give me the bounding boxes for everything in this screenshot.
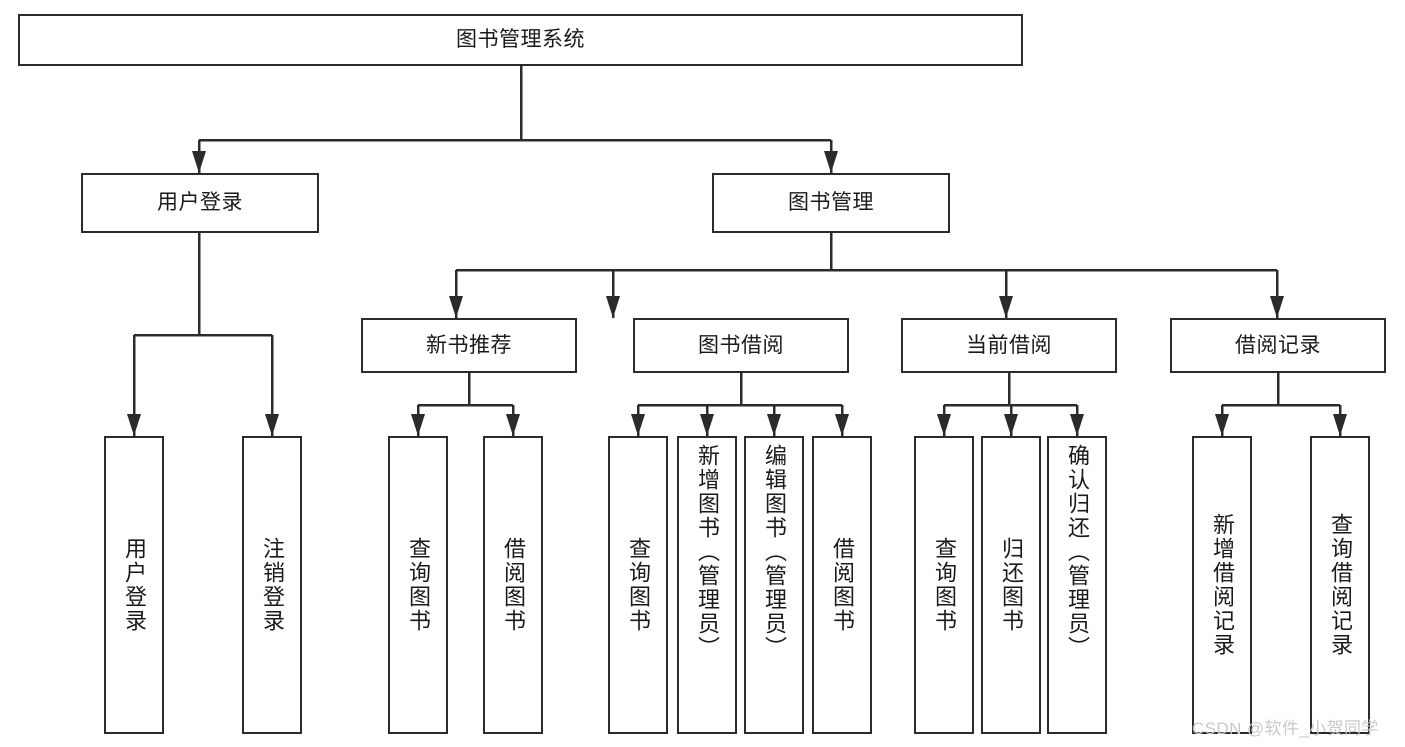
- node-label-book_borrow: 图书借阅: [698, 333, 784, 357]
- node-user_login[interactable]: 用户登录: [81, 173, 319, 233]
- node-label-leaf_borrow_book_1: 借阅图书: [501, 537, 526, 633]
- edge-root-arrowhead-1: [824, 151, 838, 173]
- node-root[interactable]: 图书管理系统: [18, 14, 1023, 66]
- node-leaf_return_book[interactable]: 归还图书: [981, 436, 1041, 734]
- edge-borrow_record-arrowhead-1: [1333, 414, 1347, 436]
- node-label-leaf_query_book_1: 查询图书: [406, 537, 431, 633]
- node-leaf_edit_book[interactable]: 编辑图书（管理员）: [744, 436, 804, 734]
- edge-book_manage-arrowhead-1: [606, 296, 620, 318]
- node-leaf_add_book[interactable]: 新增图书（管理员）: [677, 436, 737, 734]
- node-leaf_query_record[interactable]: 查询借阅记录: [1310, 436, 1370, 734]
- edge-book_manage-arrowhead-2: [999, 296, 1013, 318]
- node-book_borrow[interactable]: 图书借阅: [633, 318, 849, 373]
- node-label-leaf_add_book: 新增图书（管理员）: [695, 444, 720, 660]
- edge-user_login-arrowhead-0: [127, 414, 141, 436]
- edge-root-arrowhead-0: [192, 151, 206, 173]
- node-leaf_borrow_book_1[interactable]: 借阅图书: [483, 436, 543, 734]
- edge-new_book_rec-arrowhead-0: [411, 414, 425, 436]
- edge-borrow_record-arrowhead-0: [1215, 414, 1229, 436]
- node-label-leaf_add_record: 新增借阅记录: [1210, 513, 1235, 657]
- edge-new_book_rec-arrowhead-1: [506, 414, 520, 436]
- node-label-user_login: 用户登录: [157, 191, 243, 215]
- node-leaf_add_record[interactable]: 新增借阅记录: [1192, 436, 1252, 734]
- node-leaf_borrow_book_2[interactable]: 借阅图书: [812, 436, 872, 734]
- edge-book_borrow-arrowhead-2: [767, 414, 781, 436]
- node-label-leaf_return_book: 归还图书: [999, 537, 1024, 633]
- edge-user_login-arrowhead-1: [265, 414, 279, 436]
- edge-book_borrow-arrowhead-0: [631, 414, 645, 436]
- edge-current_borrow-arrowhead-0: [937, 414, 951, 436]
- node-label-root: 图书管理系统: [456, 28, 585, 52]
- node-borrow_record[interactable]: 借阅记录: [1170, 318, 1386, 373]
- edge-book_manage-arrowhead-0: [449, 296, 463, 318]
- node-current_borrow[interactable]: 当前借阅: [901, 318, 1117, 373]
- node-label-leaf_edit_book: 编辑图书（管理员）: [762, 444, 787, 660]
- edge-current_borrow-arrowhead-2: [1070, 414, 1084, 436]
- node-label-leaf_query_book_3: 查询图书: [932, 537, 957, 633]
- node-new_book_rec[interactable]: 新书推荐: [361, 318, 577, 373]
- node-leaf_query_book_1[interactable]: 查询图书: [388, 436, 448, 734]
- node-label-book_manage: 图书管理: [788, 191, 874, 215]
- node-book_manage[interactable]: 图书管理: [712, 173, 950, 233]
- node-label-leaf_confirm_return: 确认归还（管理员）: [1065, 444, 1090, 660]
- node-leaf_confirm_return[interactable]: 确认归还（管理员）: [1047, 436, 1107, 734]
- node-leaf_query_book_2[interactable]: 查询图书: [608, 436, 668, 734]
- edge-book_borrow-arrowhead-1: [700, 414, 714, 436]
- node-label-leaf_query_record: 查询借阅记录: [1328, 513, 1353, 657]
- edge-book_manage-arrowhead-3: [1270, 296, 1284, 318]
- node-label-new_book_rec: 新书推荐: [426, 333, 512, 357]
- node-label-borrow_record: 借阅记录: [1235, 333, 1321, 357]
- node-label-leaf_user_logout: 注销登录: [260, 537, 285, 633]
- node-leaf_query_book_3[interactable]: 查询图书: [914, 436, 974, 734]
- edge-current_borrow-arrowhead-1: [1004, 414, 1018, 436]
- node-label-leaf_query_book_2: 查询图书: [626, 537, 651, 633]
- edge-book_borrow-arrowhead-3: [835, 414, 849, 436]
- node-leaf_user_logout[interactable]: 注销登录: [242, 436, 302, 734]
- node-label-leaf_borrow_book_2: 借阅图书: [830, 537, 855, 633]
- node-label-current_borrow: 当前借阅: [966, 333, 1052, 357]
- node-leaf_user_login[interactable]: 用户登录: [104, 436, 164, 734]
- node-label-leaf_user_login: 用户登录: [122, 537, 147, 633]
